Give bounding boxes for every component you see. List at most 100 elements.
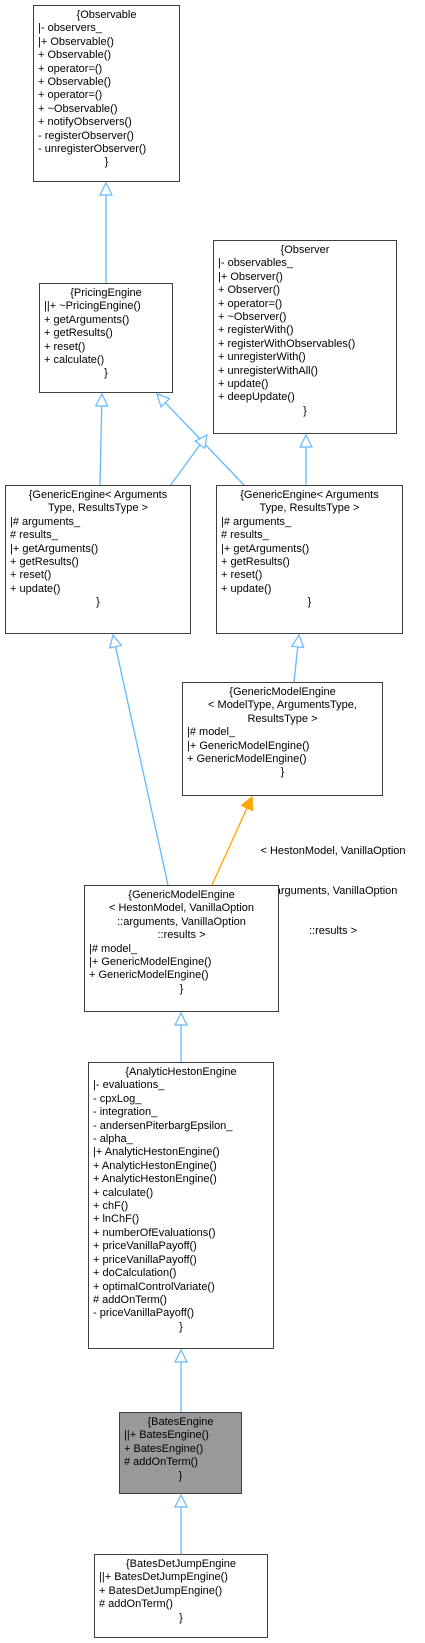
- member: # results_: [10, 529, 58, 542]
- member: + calculate(): [93, 1186, 154, 1199]
- edge-model-engine-heston-template-arrowhead: [240, 795, 254, 812]
- node-title: Type, ResultsType >: [48, 502, 148, 515]
- node-close: }: [96, 596, 100, 609]
- member: + update(): [221, 582, 272, 595]
- node-analytic-heston-engine[interactable]: {AnalyticHestonEngine |- evaluations_ - …: [88, 1062, 274, 1349]
- member: + BatesDetJumpEngine(): [99, 1584, 223, 1597]
- node-title: {GenericModelEngine: [128, 889, 235, 901]
- member: # addOnTerm(): [93, 1293, 167, 1306]
- member: + Observer(): [218, 284, 281, 297]
- node-title: {Observable: [76, 9, 137, 21]
- member: - unregisterObserver(): [38, 143, 147, 156]
- member: + registerWithObservables(): [218, 337, 356, 350]
- node-title: Type, ResultsType >: [259, 502, 360, 515]
- member: + BatesEngine(): [124, 1442, 204, 1455]
- member: ||+ BatesEngine(): [124, 1429, 209, 1442]
- node-close: }: [104, 156, 109, 169]
- member: + priceVanillaPayoff(): [93, 1240, 197, 1253]
- edge-generic-engine-left-pricing-engine-arrowhead: [94, 392, 109, 407]
- node-generic-model-engine-heston[interactable]: {GenericModelEngine < HestonModel, Vanil…: [84, 885, 279, 1012]
- member: + priceVanillaPayoff(): [93, 1253, 197, 1266]
- member: + numberOfEvaluations(): [93, 1226, 216, 1239]
- node-title: {PricingEngine: [70, 287, 142, 299]
- node-observer[interactable]: {Observer |- observables_ |+ Observer() …: [213, 240, 397, 434]
- node-close: }: [280, 766, 285, 779]
- template-argument-label: < HestonModel, VanillaOption ::arguments…: [260, 844, 406, 938]
- node-title: < ModelType, ArgumentsType,: [208, 699, 357, 712]
- member: + AnalyticHestonEngine(): [93, 1159, 217, 1172]
- node-title: ::results >: [157, 929, 206, 942]
- edge-generic-engine-right-pricing-engine-arrowhead: [156, 393, 171, 408]
- member: ||+ ~PricingEngine(): [44, 300, 141, 313]
- node-close: }: [179, 1611, 183, 1624]
- member: + operator=(): [38, 62, 103, 75]
- node-close: }: [307, 596, 312, 609]
- node-pricing-engine[interactable]: {PricingEngine ||+ ~PricingEngine() + ge…: [39, 283, 173, 393]
- member: - alpha_: [93, 1133, 133, 1146]
- member: |- observables_: [218, 257, 294, 270]
- member: + deepUpdate(): [218, 391, 295, 404]
- node-title: {AnalyticHestonEngine: [125, 1066, 237, 1078]
- member: + ~Observer(): [218, 311, 287, 324]
- edge-bates-det-jump-bates-arrowhead: [174, 1493, 188, 1508]
- node-title: {GenericEngine< Arguments: [28, 489, 168, 501]
- edge-bates-analytic-heston-arrowhead: [174, 1348, 188, 1363]
- member: + getResults(): [10, 556, 79, 569]
- member: - priceVanillaPayoff(): [93, 1307, 195, 1320]
- member: + doCalculation(): [93, 1267, 177, 1280]
- node-title: ::arguments, VanillaOption: [117, 915, 246, 928]
- node-generic-model-engine-template[interactable]: {GenericModelEngine < ModelType, Argumen…: [182, 682, 383, 796]
- member: + operator=(): [218, 297, 283, 310]
- member: + update(): [10, 582, 61, 595]
- node-title: {Observer: [280, 244, 330, 256]
- member: + operator=(): [38, 89, 103, 102]
- node-close: }: [104, 367, 108, 380]
- member: + getResults(): [44, 327, 113, 340]
- member: # addOnTerm(): [99, 1598, 173, 1611]
- node-title: {BatesEngine: [147, 1416, 214, 1428]
- edge-generic-engine-left-observer: [169, 444, 201, 487]
- edge-analytic-heston-model-engine-arrowhead: [174, 1011, 188, 1026]
- member: + unregisterWithAll(): [218, 364, 318, 377]
- member: - registerObserver(): [38, 129, 134, 142]
- edge-model-engine-tpl-generic-engine: [293, 646, 299, 683]
- node-bates-engine[interactable]: {BatesEngine ||+ BatesEngine() + BatesEn…: [119, 1412, 242, 1494]
- member: |- evaluations_: [93, 1079, 165, 1092]
- edge-model-engine-heston-template: [211, 807, 248, 886]
- member: |+ GenericModelEngine(): [89, 956, 212, 969]
- member: |# model_: [187, 726, 236, 739]
- member: |# arguments_: [221, 515, 292, 528]
- member: + lnChF(): [93, 1213, 140, 1226]
- node-bates-det-jump-engine[interactable]: {BatesDetJumpEngine ||+ BatesDetJumpEngi…: [94, 1554, 268, 1638]
- member: + update(): [218, 378, 269, 391]
- member: + unregisterWith(): [218, 351, 306, 364]
- member: # results_: [221, 529, 269, 542]
- member: + getResults(): [221, 556, 290, 569]
- node-observable[interactable]: {Observable |- observers_ |+ Observable(…: [33, 5, 180, 182]
- node-close: }: [179, 982, 184, 995]
- member: |# arguments_: [10, 515, 81, 528]
- member: + AnalyticHestonEngine(): [93, 1173, 217, 1186]
- member: + notifyObservers(): [38, 116, 132, 129]
- member: + ~Observable(): [38, 102, 118, 115]
- member: + GenericModelEngine(): [89, 969, 209, 982]
- member: |+ Observable(): [38, 35, 114, 48]
- member: + registerWith(): [218, 324, 294, 337]
- node-generic-engine-right[interactable]: {GenericEngine< Arguments Type, ResultsT…: [216, 485, 403, 634]
- member: - andersenPiterbargEpsilon_: [93, 1119, 233, 1132]
- node-close: }: [178, 1469, 183, 1482]
- member: + chF(): [93, 1200, 129, 1213]
- edge-pricing-engine-observable-arrowhead: [99, 181, 113, 196]
- member: + optimalControlVariate(): [93, 1280, 215, 1293]
- member: + GenericModelEngine(): [187, 753, 307, 766]
- node-generic-engine-left[interactable]: {GenericEngine< Arguments Type, ResultsT…: [5, 485, 191, 634]
- member: |+ AnalyticHestonEngine(): [93, 1146, 220, 1159]
- member: + calculate(): [44, 354, 105, 367]
- node-title: {GenericEngine< Arguments: [240, 489, 379, 501]
- member: + getArguments(): [44, 313, 130, 326]
- member: + reset(): [221, 569, 263, 582]
- member: + reset(): [10, 569, 52, 582]
- node-title: ResultsType >: [247, 712, 318, 725]
- member: |+ GenericModelEngine(): [187, 739, 310, 752]
- member: - cpxLog_: [93, 1092, 142, 1105]
